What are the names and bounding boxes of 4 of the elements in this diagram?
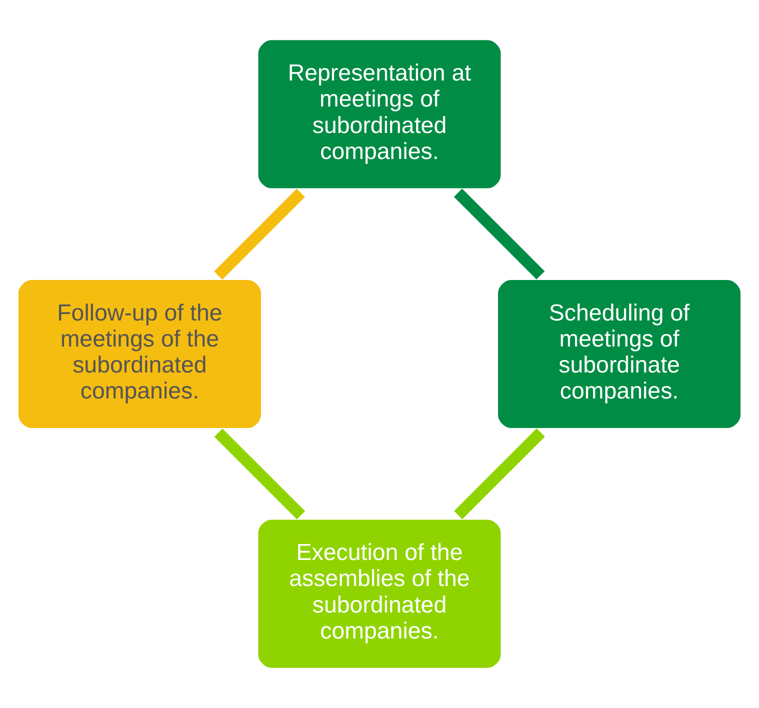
connector	[454, 188, 545, 280]
connector	[214, 428, 306, 520]
connector	[214, 188, 305, 280]
connector	[454, 428, 545, 520]
